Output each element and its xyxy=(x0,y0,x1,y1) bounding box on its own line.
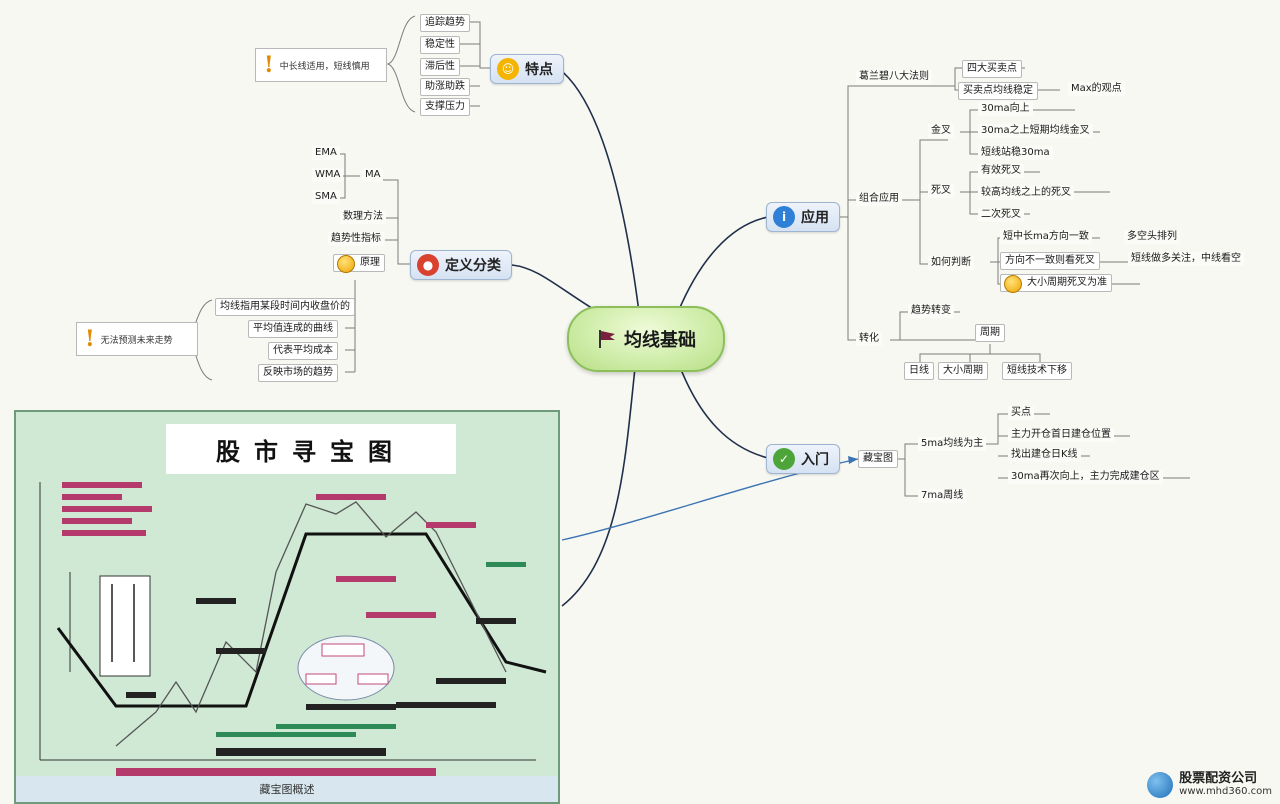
topic-definition-label: 定义分类 xyxy=(445,258,501,274)
watermark-name: 股票配资公司 xyxy=(1179,771,1258,786)
app-branch-sub[interactable]: 大小周期 xyxy=(938,362,988,380)
app-group-item[interactable]: 方向不一致则看死叉 xyxy=(1000,252,1100,270)
entry-item[interactable]: 主力开仓首日建仓位置 xyxy=(1008,428,1114,442)
entry-item[interactable]: 30ma再次向上，主力完成建仓区 xyxy=(1008,470,1163,484)
topic-application[interactable]: i 应用 xyxy=(766,202,840,232)
definition-note[interactable]: ! 无法预测未来走势 xyxy=(76,322,198,356)
definition-note-text: 无法预测未来走势 xyxy=(100,335,173,346)
app-branch-extra[interactable]: 多空头排列 xyxy=(1124,230,1180,244)
definition-detail[interactable]: 代表平均成本 xyxy=(268,342,338,360)
app-branch-sub[interactable]: 日线 xyxy=(904,362,934,380)
app-branch-item[interactable]: 四大买卖点 xyxy=(962,60,1022,78)
definition-sub-label: 原理 xyxy=(360,257,380,268)
definition-detail[interactable]: 平均值连成的曲线 xyxy=(248,320,338,338)
app-group-item[interactable]: 有效死叉 xyxy=(978,164,1024,178)
app-group-label[interactable]: 如何判断 xyxy=(928,256,974,270)
features-item[interactable]: 追踪趋势 xyxy=(420,14,470,32)
app-group-item-text: 大小周期死叉为准 xyxy=(1027,277,1107,288)
features-note-text: 中长线适用，短线慎用 xyxy=(279,61,370,72)
definition-item[interactable]: 趋势性指标 xyxy=(328,232,384,246)
company-logo-icon xyxy=(1147,772,1174,798)
layers-icon xyxy=(337,255,355,273)
check-icon: ✓ xyxy=(773,448,795,470)
features-note[interactable]: ! 中长线适用，短线慎用 xyxy=(255,48,387,82)
entry-branch[interactable]: 7ma周线 xyxy=(918,489,967,503)
record-icon: ● xyxy=(417,254,439,276)
watermark-url: www.mhd360.com xyxy=(1179,786,1272,797)
definition-type-group[interactable]: MA xyxy=(362,168,384,182)
features-item[interactable]: 稳定性 xyxy=(420,36,460,54)
app-group-label[interactable]: 死叉 xyxy=(928,184,954,198)
app-group-label[interactable]: 金叉 xyxy=(928,124,954,138)
features-item[interactable]: 助涨助跌 xyxy=(420,78,470,96)
exclamation-icon: ! xyxy=(85,326,95,352)
app-branch-extra[interactable]: Max的观点 xyxy=(1068,82,1125,96)
entry-item[interactable]: 找出建仓日K线 xyxy=(1008,448,1081,462)
layers-icon xyxy=(1004,275,1022,293)
app-branch-label[interactable]: 组合应用 xyxy=(856,192,902,206)
treasure-map-image[interactable]: 股市寻宝图 xyxy=(14,410,560,804)
central-topic-label: 均线基础 xyxy=(624,330,696,351)
app-branch-sub[interactable]: 短线技术下移 xyxy=(1002,362,1072,380)
app-group-item[interactable]: 二次死叉 xyxy=(978,208,1024,222)
app-branch-label[interactable]: 葛兰碧八大法则 xyxy=(856,70,932,84)
app-group-item[interactable]: 30ma向上 xyxy=(978,102,1033,116)
topic-entry-label: 入门 xyxy=(801,452,829,468)
entry-item[interactable]: 买点 xyxy=(1008,406,1034,420)
features-item[interactable]: 滞后性 xyxy=(420,58,460,76)
definition-detail[interactable]: 均线指用某段时间内收盘价的 xyxy=(215,298,355,316)
flag-icon xyxy=(599,330,615,348)
topic-entry[interactable]: ✓ 入门 xyxy=(766,444,840,474)
topic-definition[interactable]: ● 定义分类 xyxy=(410,250,512,280)
treasure-map-footer: 藏宝图概述 xyxy=(16,776,558,802)
definition-item[interactable]: 数理方法 xyxy=(340,210,386,224)
app-branch-item[interactable]: 周期 xyxy=(975,324,1005,342)
app-group-item[interactable]: 30ma之上短期均线金叉 xyxy=(978,124,1093,138)
app-branch-item[interactable]: 买卖点均线稳定 xyxy=(958,82,1038,100)
definition-type[interactable]: SMA xyxy=(312,190,340,204)
app-group-item[interactable]: 较高均线之上的死叉 xyxy=(978,186,1074,200)
exclamation-icon: ! xyxy=(264,52,274,78)
app-group-item[interactable]: 短线站稳30ma xyxy=(978,146,1053,160)
topic-features-label: 特点 xyxy=(525,62,553,78)
definition-sub[interactable]: 原理 xyxy=(333,254,385,273)
treasure-map-chart xyxy=(39,482,547,778)
watermark: 股票配资公司 www.mhd360.com xyxy=(1147,772,1272,798)
topic-application-label: 应用 xyxy=(801,210,829,226)
watermark-text: 股票配资公司 www.mhd360.com xyxy=(1179,772,1272,798)
smiley-face-icon: ☺ xyxy=(497,58,519,80)
treasure-map-title: 股市寻宝图 xyxy=(166,424,456,474)
topic-features[interactable]: ☺ 特点 xyxy=(490,54,564,84)
entry-label[interactable]: 藏宝图 xyxy=(858,450,898,468)
app-group-item[interactable]: 大小周期死叉为准 xyxy=(1000,274,1112,293)
app-branch-label[interactable]: 转化 xyxy=(856,332,882,346)
app-group-item[interactable]: 短中长ma方向一致 xyxy=(1000,230,1092,244)
features-item[interactable]: 支撑压力 xyxy=(420,98,470,116)
app-branch-extra[interactable]: 短线做多关注，中线看空 xyxy=(1128,252,1244,266)
info-icon: i xyxy=(773,206,795,228)
entry-branch[interactable]: 5ma均线为主 xyxy=(918,437,987,451)
definition-type[interactable]: WMA xyxy=(312,168,344,182)
central-topic[interactable]: 均线基础 xyxy=(567,306,725,372)
definition-detail[interactable]: 反映市场的趋势 xyxy=(258,364,338,382)
app-branch-item[interactable]: 趋势转变 xyxy=(908,304,954,318)
definition-type[interactable]: EMA xyxy=(312,146,340,160)
